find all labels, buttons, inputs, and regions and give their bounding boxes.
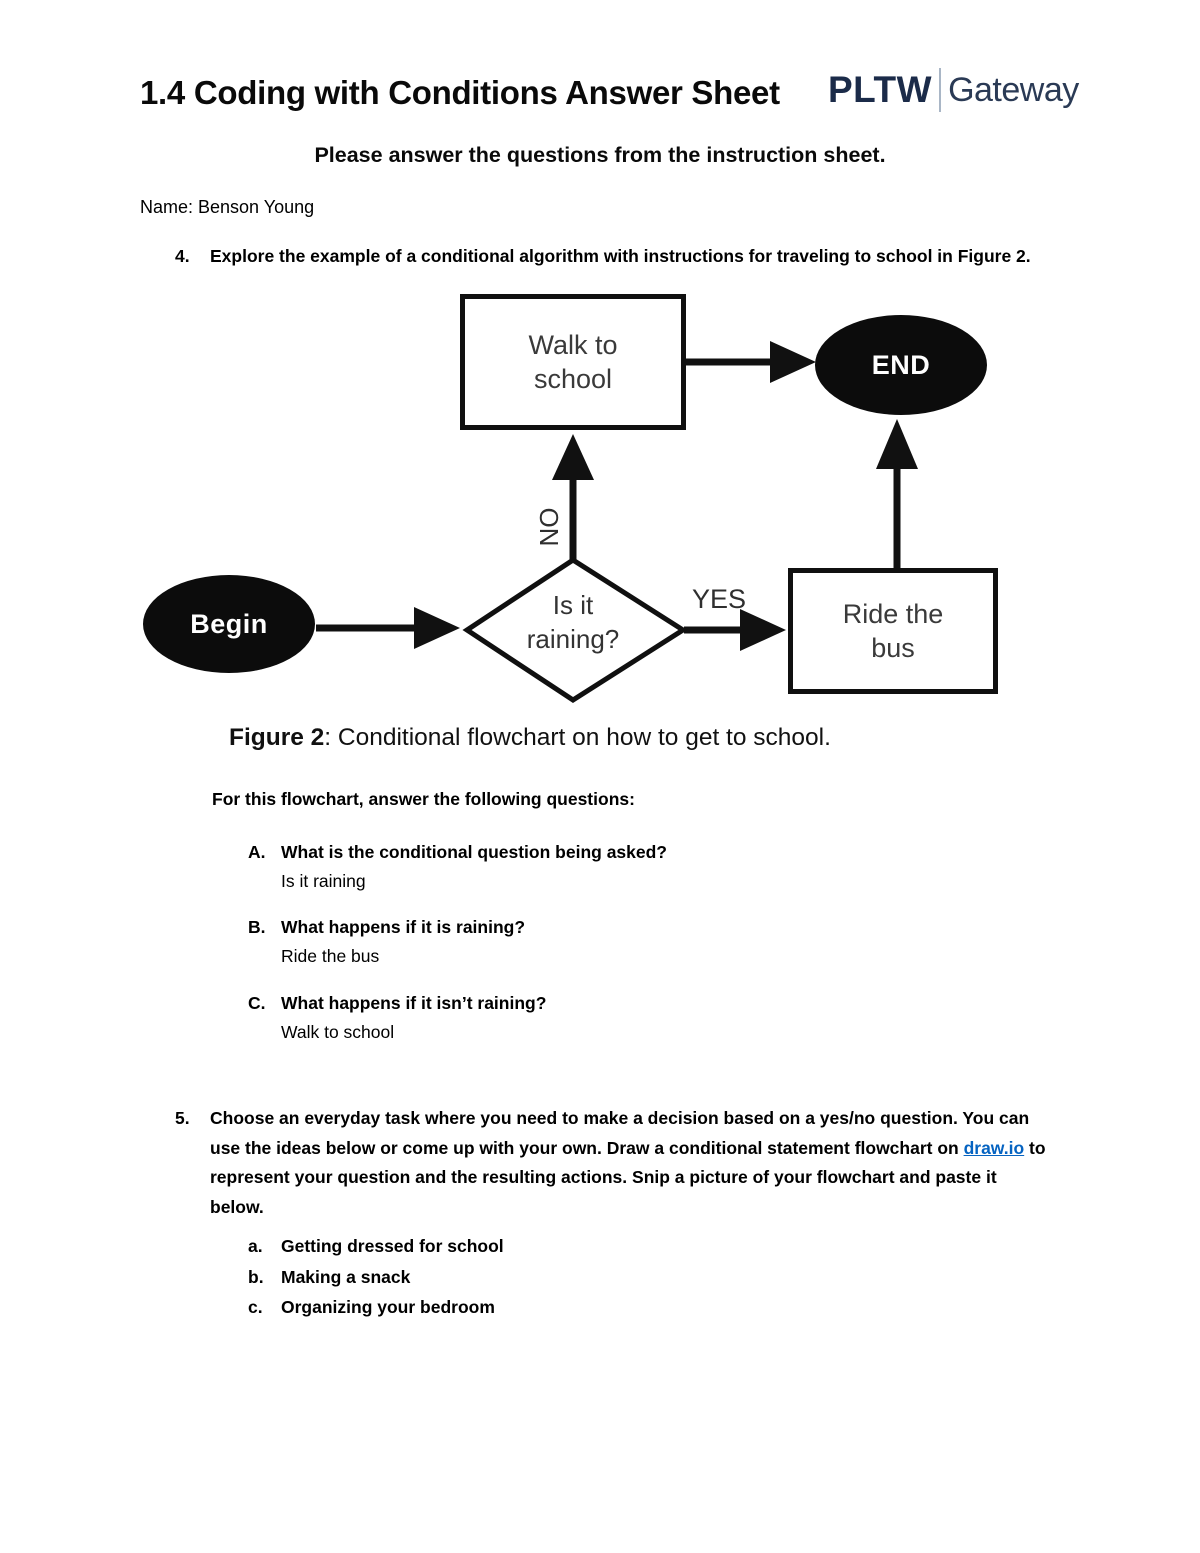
question-5-text-after-link: to represent your question and the resul… <box>210 1137 1046 1217</box>
name-line: Name:Benson Young <box>140 197 314 218</box>
begin-node: Begin <box>143 575 315 673</box>
question-4-number: 4. <box>175 246 190 266</box>
question-4: 4. Explore the example of a conditional … <box>175 241 1055 271</box>
sub-question-a-answer: Is it raining <box>281 871 366 891</box>
sub-question-b: B. What happens if it is raining? Ride th… <box>248 913 525 971</box>
question-5-text-before-link: Choose an everyday task where you need t… <box>210 1108 1030 1158</box>
ride-node-line2: bus <box>871 633 915 663</box>
sub-question-b-letter: B. <box>248 917 266 937</box>
sub-question-b-answer: Ride the bus <box>281 946 380 966</box>
sub-question-c: C. What happens if it isn’t raining? Walk… <box>248 989 546 1047</box>
option-c-text: Organizing your bedroom <box>281 1297 495 1317</box>
figure-2-caption: Figure 2: Conditional flowchart on how t… <box>229 724 831 752</box>
sub-question-c-text: What happens if it isn’t raining? <box>281 993 547 1013</box>
begin-to-decision-arrowhead <box>414 607 460 649</box>
question-4-text: Explore the example of a conditional alg… <box>210 246 1031 266</box>
option-a-letter: a. <box>248 1236 263 1256</box>
sub-question-c-letter: C. <box>248 993 266 1013</box>
sub-question-a-text: What is the conditional question being a… <box>281 842 667 862</box>
walk-node-line1: Walk to <box>528 330 618 360</box>
no-branch-label: NO <box>533 507 564 547</box>
ride-the-bus-node: Ride the bus <box>788 568 998 694</box>
sub-question-a-letter: A. <box>248 842 266 862</box>
option-b-letter: b. <box>248 1266 264 1287</box>
name-value: Benson Young <box>198 197 315 217</box>
question-5-options: a. Getting dressed for school b. Making a … <box>248 1231 504 1323</box>
pltw-gateway-logo: PLTW Gateway <box>828 68 1079 112</box>
flowchart-connectors <box>316 341 918 703</box>
walk-to-end-arrowhead <box>770 341 816 383</box>
gateway-logo-text: Gateway <box>948 70 1079 109</box>
sub-question-c-answer: Walk to school <box>281 1022 395 1042</box>
ride-node-line1: Ride the <box>842 599 944 629</box>
option-a: a. Getting dressed for school <box>248 1231 504 1262</box>
option-a-text: Getting dressed for school <box>281 1236 504 1256</box>
question-5-text: Choose an everyday task where you need t… <box>210 1108 1046 1217</box>
pltw-logo-text: PLTW <box>828 69 933 110</box>
option-c: c. Organizing your bedroom <box>248 1292 504 1323</box>
decision-node-text: Is it raining? <box>483 588 663 656</box>
decision-diamond-shape <box>462 557 688 703</box>
name-label: Name: <box>140 197 194 217</box>
figure-2-caption-text: : Conditional flowchart on how to get to… <box>324 724 831 751</box>
sub-question-a: A. What is the conditional question being… <box>248 838 667 896</box>
decision-text-line2: raining? <box>526 624 620 654</box>
question-5-number: 5. <box>175 1108 190 1128</box>
ride-to-end-arrowhead <box>876 419 918 469</box>
instructions-subtitle: Please answer the questions from the ins… <box>314 143 886 167</box>
decision-text-line1: Is it <box>552 590 594 620</box>
sub-question-b-text: What happens if it is raining? <box>281 917 526 937</box>
question-5: 5. Choose an everyday task where you nee… <box>175 1104 1053 1222</box>
option-b: b. Making a snack <box>248 1262 504 1293</box>
figure-2-caption-label: Figure 2 <box>229 724 325 751</box>
flowchart-questions-intro: For this flowchart, answer the following… <box>212 789 635 809</box>
walk-to-school-node: Walk to school <box>460 294 686 430</box>
option-b-text: Making a snack <box>281 1266 411 1287</box>
no-arrowhead <box>552 434 594 480</box>
logo-divider <box>939 68 942 112</box>
drawio-link[interactable]: draw.io <box>963 1137 1025 1158</box>
page-title: 1.4 Coding with Conditions Answer Sheet <box>140 74 780 111</box>
figure-2-flowchart: Walk to school END Begin Ride the bus Is… <box>0 292 1200 716</box>
end-node: END <box>815 315 987 415</box>
yes-branch-label: YES <box>692 584 747 614</box>
walk-node-line2: school <box>533 364 613 394</box>
yes-arrowhead <box>740 609 786 651</box>
option-c-letter: c. <box>248 1297 263 1317</box>
